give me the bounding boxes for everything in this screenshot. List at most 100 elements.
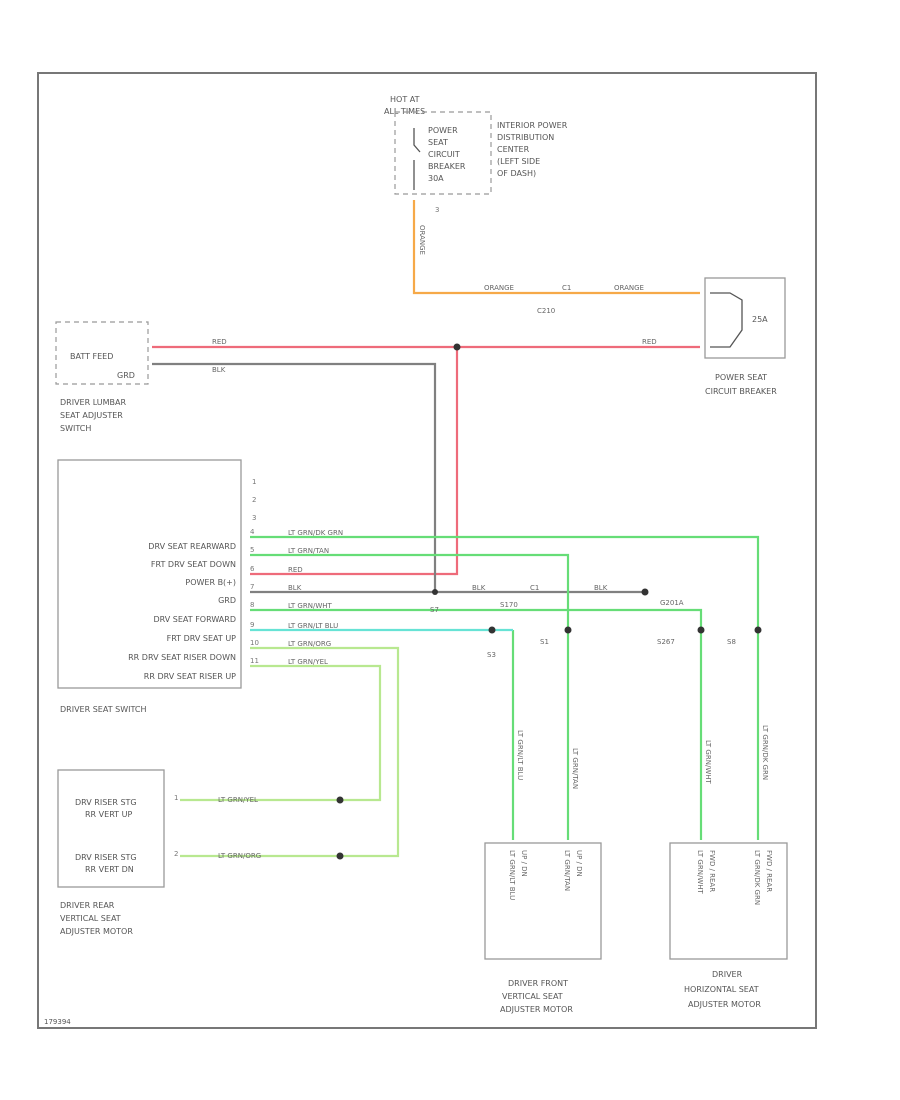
fuse-item-line-0: POWER <box>428 126 458 135</box>
horiz-name-2: ADJUSTER MOTOR <box>688 1000 761 1009</box>
orange-splice: C210 <box>537 307 555 315</box>
switch-row-label-5: FRT DRV SEAT DOWN <box>151 560 236 569</box>
fuse-pin: 3 <box>435 206 439 214</box>
fuse-item-line-4: 30A <box>428 174 444 183</box>
fuse-item-line-2: CIRCUIT <box>428 150 460 159</box>
fuse-desc-line-2: CENTER <box>497 145 530 154</box>
splice-s1: S1 <box>540 638 549 646</box>
horiz-inside-2a: LT GRN/DK GRN <box>753 850 761 905</box>
fuse-breaker-symbol <box>413 128 421 190</box>
switch-pin-5: 5 <box>250 546 254 554</box>
switch-row-label-6: POWER B(+) <box>185 578 236 587</box>
breaker-symbol <box>710 292 743 348</box>
rear-row1-label1: DRV RISER STG <box>75 798 137 807</box>
fuse-item-line-3: BREAKER <box>428 162 466 171</box>
front-wire-label-2: LT GRN/TAN <box>571 748 579 789</box>
horizontal-motor: LT GRN/WHT FWD / REAR LT GRN/DK GRN FWD … <box>669 842 788 1009</box>
fuse-item-line-1: SEAT <box>428 138 448 147</box>
wire-label-pin-10: LT GRN/ORG <box>288 640 331 648</box>
switch-row-label-9: FRT DRV SEAT UP <box>167 634 237 643</box>
wire-label-pin-8: LT GRN/WHT <box>288 602 333 610</box>
rear-pin-1: 1 <box>174 794 178 802</box>
wire-pin-8 <box>250 608 703 840</box>
switch-extra-pin-2: 2 <box>252 496 256 504</box>
ground-label-1: BLK <box>472 584 486 592</box>
ground-id: G201A <box>660 599 684 607</box>
ground-s-under-switch: S7 <box>430 606 439 614</box>
switch-name: DRIVER SEAT SWITCH <box>60 705 147 714</box>
lumbar-name-0: DRIVER LUMBAR <box>60 398 126 407</box>
driver-seat-switch: 1 2 3 DRV SEAT REARWARD FRT DRV SEAT DOW… <box>57 459 259 714</box>
ground-splice-text: S170 <box>500 601 518 609</box>
wire-label-pin-4: LT GRN/DK GRN <box>288 529 343 537</box>
rear-row1-label2: RR VERT UP <box>85 810 132 819</box>
front-wire-label-1: LT GRN/LT BLU <box>516 730 524 780</box>
switch-pin-7: 7 <box>250 583 254 591</box>
lumbar-name-2: SWITCH <box>60 424 91 433</box>
splice-s3: S3 <box>487 651 496 659</box>
rear-wire-label-1: LT GRN/YEL <box>218 796 258 804</box>
horiz-name-0: DRIVER <box>712 970 743 979</box>
splice-s8: S8 <box>727 638 736 646</box>
fuse-desc-line-0: INTERIOR POWER <box>497 121 568 130</box>
ground-connector: C1 <box>530 584 539 592</box>
rear-wire-label-2: LT GRN/ORG <box>218 852 261 860</box>
fuse-block-outline <box>394 111 492 195</box>
orange-label-right: ORANGE <box>614 284 644 292</box>
diagram-frame <box>37 72 817 1029</box>
front-vertical-motor: LT GRN/LT BLU UP / DN LT GRN/TAN UP / DN… <box>484 842 602 1014</box>
lumbar-switch: BATT FEED GRD DRIVER LUMBAR SEAT ADJUSTE… <box>55 321 149 433</box>
switch-pin-11: 11 <box>250 657 259 665</box>
wire-label-pin-5: LT GRN/TAN <box>288 547 329 555</box>
orange-label-left: ORANGE <box>484 284 514 292</box>
switch-row-label-8: DRV SEAT FORWARD <box>153 615 236 624</box>
front-inside-2a: LT GRN/TAN <box>563 850 571 891</box>
switch-row-label-4: DRV SEAT REARWARD <box>148 542 236 551</box>
rear-name-2: ADJUSTER MOTOR <box>60 927 133 936</box>
switch-row-label-11: RR DRV SEAT RISER UP <box>144 672 236 681</box>
fuse-desc-line-4: OF DASH) <box>497 169 536 178</box>
switch-pin-8: 8 <box>250 601 254 609</box>
ground-label-2: BLK <box>594 584 608 592</box>
wire-label-pin-11: LT GRN/YEL <box>288 658 328 666</box>
fuse-desc-line-1: DISTRIBUTION <box>497 133 554 142</box>
rear-row2-label2: RR VERT DN <box>85 865 134 874</box>
breaker-rating: 25A <box>752 315 768 324</box>
switch-pin-10: 10 <box>250 639 259 647</box>
horiz-wire-label-2: LT GRN/DK GRN <box>761 725 769 780</box>
front-name-0: DRIVER FRONT <box>508 979 568 988</box>
rear-name-1: VERTICAL SEAT <box>60 914 121 923</box>
front-name-1: VERTICAL SEAT <box>502 992 563 1001</box>
breaker-feed-label: RED <box>642 338 657 346</box>
front-name-2: ADJUSTER MOTOR <box>500 1005 573 1014</box>
front-inside-1a: LT GRN/LT BLU <box>508 850 516 900</box>
lumbar-ground-wire <box>152 362 437 592</box>
switch-row-label-10: RR DRV SEAT RISER DOWN <box>128 653 236 662</box>
hot-label-1: HOT AT <box>390 95 420 104</box>
lumbar-label-batt: BATT FEED <box>70 352 113 361</box>
lumbar-name-1: SEAT ADJUSTER <box>60 411 123 420</box>
red-switch-wire <box>250 347 459 576</box>
rear-name-0: DRIVER REAR <box>60 901 115 910</box>
rear-vertical-motor: DRV RISER STG RR VERT UP DRV RISER STG R… <box>57 769 178 936</box>
horiz-inside-1a: LT GRN/WHT <box>696 850 704 895</box>
splice-s267: S267 <box>657 638 675 646</box>
front-inside-1b: UP / DN <box>520 850 528 877</box>
wire-pin-10 <box>180 646 400 858</box>
fuse-desc-line-3: (LEFT SIDE <box>497 157 540 166</box>
wire-label-pin-6: RED <box>288 566 303 574</box>
wire-pin-5 <box>250 553 570 840</box>
wire-pin-11 <box>180 664 382 802</box>
orange-vertical-label: ORANGE <box>418 225 426 255</box>
switch-extra-pin-3: 3 <box>252 514 256 522</box>
horiz-inside-1b: FWD / REAR <box>708 850 716 892</box>
switch-pin-4: 4 <box>250 528 255 536</box>
wire-pin-4 <box>250 535 760 840</box>
wire-label-pin-9: LT GRN/LT BLU <box>288 622 338 630</box>
horiz-name-1: HORIZONTAL SEAT <box>684 985 759 994</box>
wire-label-pin-7: BLK <box>288 584 302 592</box>
breaker-label-2: CIRCUIT BREAKER <box>705 387 777 396</box>
switch-row-label-7: GRD <box>218 596 236 605</box>
breaker-label-1: POWER SEAT <box>715 373 767 382</box>
